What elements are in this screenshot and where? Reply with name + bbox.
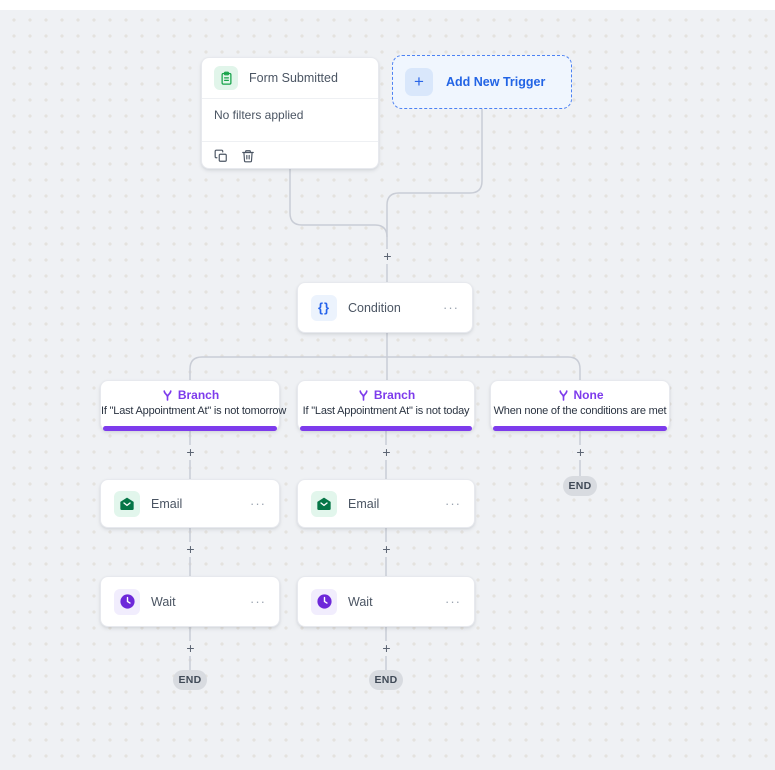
wait-node-1[interactable]: Wait ··· bbox=[100, 576, 280, 627]
end-badge: END bbox=[563, 476, 597, 496]
email-icon bbox=[311, 490, 337, 517]
branch-fork-icon bbox=[558, 390, 568, 401]
branch-tag: None bbox=[491, 388, 669, 403]
add-step-plus-icon[interactable]: + bbox=[183, 542, 198, 557]
branch-tag-label: Branch bbox=[373, 388, 416, 402]
braces-icon: {} bbox=[311, 294, 337, 321]
branch-tag-label: Branch bbox=[177, 388, 220, 402]
branch-node-none[interactable]: None When none of the conditions are met bbox=[490, 380, 670, 431]
branch-tag-label: None bbox=[573, 388, 604, 402]
end-badge: END bbox=[173, 670, 207, 690]
branch-fork-icon bbox=[359, 390, 368, 401]
top-strip bbox=[0, 0, 775, 10]
branch-node-2[interactable]: Branch If "Last Appointment At" is not t… bbox=[297, 380, 475, 431]
add-step-plus-icon[interactable]: + bbox=[379, 641, 394, 656]
branch-accent-bar bbox=[300, 426, 472, 431]
condition-label: Condition bbox=[348, 300, 401, 315]
plus-icon: + bbox=[405, 68, 433, 96]
wait-label: Wait bbox=[348, 594, 373, 609]
trigger-header: Form Submitted bbox=[202, 58, 378, 99]
clipboard-icon bbox=[214, 66, 238, 90]
email-icon bbox=[114, 490, 140, 517]
branch-accent-bar bbox=[493, 426, 667, 431]
end-badge: END bbox=[369, 670, 403, 690]
add-new-trigger-button[interactable]: + Add New Trigger bbox=[392, 55, 572, 109]
email-menu-icon[interactable]: ··· bbox=[250, 496, 266, 511]
wait-menu-icon[interactable]: ··· bbox=[445, 594, 461, 609]
wait-label: Wait bbox=[151, 594, 176, 609]
email-label: Email bbox=[348, 496, 380, 511]
wait-node-2[interactable]: Wait ··· bbox=[297, 576, 475, 627]
branch-tag: Branch bbox=[298, 388, 474, 403]
branch-condition-text: When none of the conditions are met bbox=[493, 405, 667, 417]
branch-tag: Branch bbox=[101, 388, 279, 403]
branch-accent-bar bbox=[103, 426, 277, 431]
condition-node[interactable]: {} Condition ··· bbox=[297, 282, 473, 333]
branch-condition-text: If "Last Appointment At" is not today bbox=[302, 405, 470, 417]
add-step-plus-icon[interactable]: + bbox=[379, 445, 394, 460]
clock-icon bbox=[114, 588, 140, 615]
email-menu-icon[interactable]: ··· bbox=[445, 496, 461, 511]
trash-icon[interactable] bbox=[241, 149, 255, 163]
branch-node-1[interactable]: Branch If "Last Appointment At" is not t… bbox=[100, 380, 287, 431]
add-step-plus-icon[interactable]: + bbox=[573, 445, 588, 460]
add-step-plus-icon[interactable]: + bbox=[380, 249, 395, 264]
duplicate-icon[interactable] bbox=[214, 149, 228, 163]
trigger-title: Form Submitted bbox=[249, 71, 338, 85]
add-step-plus-icon[interactable]: + bbox=[183, 445, 198, 460]
add-step-plus-icon[interactable]: + bbox=[183, 641, 198, 656]
email-node-2[interactable]: Email ··· bbox=[297, 479, 475, 528]
branch-condition-text: If "Last Appointment At" is not tomorrow bbox=[101, 405, 287, 417]
trigger-footer bbox=[202, 141, 378, 170]
email-node-1[interactable]: Email ··· bbox=[100, 479, 280, 528]
wait-menu-icon[interactable]: ··· bbox=[250, 594, 266, 609]
add-new-trigger-label: Add New Trigger bbox=[446, 75, 546, 89]
condition-menu-icon[interactable]: ··· bbox=[443, 300, 459, 315]
email-label: Email bbox=[151, 496, 183, 511]
trigger-node-form-submitted[interactable]: Form Submitted No filters applied bbox=[201, 57, 379, 169]
trigger-filters-text: No filters applied bbox=[214, 108, 304, 122]
branch-fork-icon bbox=[163, 390, 172, 401]
clock-icon bbox=[311, 588, 337, 615]
add-step-plus-icon[interactable]: + bbox=[379, 542, 394, 557]
